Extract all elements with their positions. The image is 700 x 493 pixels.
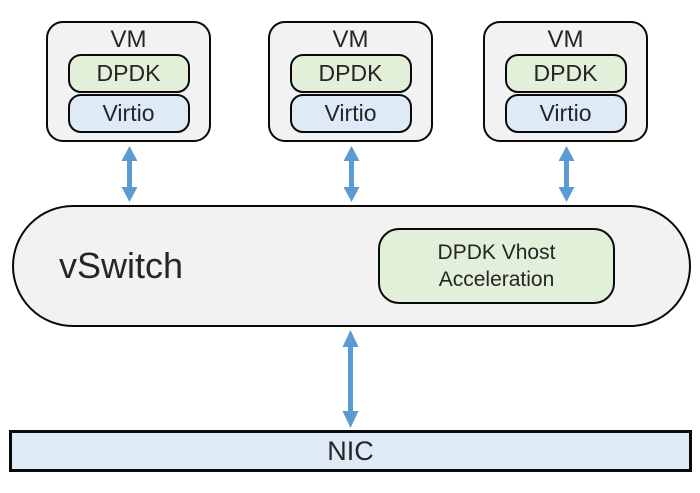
nic-box: NIC (9, 430, 692, 472)
dpdk-vhost-acceleration-label: DPDK Vhost Acceleration (437, 241, 556, 291)
virtio-box: Virtio (289, 94, 412, 133)
virtio-box: Virtio (504, 94, 627, 133)
vm-label: VM (110, 26, 147, 53)
dpdk-box: DPDK (67, 54, 190, 93)
dpdk-box: DPDK (504, 54, 627, 93)
vm-box-2: VM DPDK Virtio (268, 21, 433, 142)
vm-label: VM (547, 26, 584, 53)
vm2-vswitch-arrow-icon (343, 146, 360, 202)
dpdk-vhost-acceleration-box: DPDK Vhost Acceleration (378, 228, 615, 304)
vm-box-1: VM DPDK Virtio (46, 21, 211, 142)
vm1-vswitch-arrow-icon (121, 146, 138, 202)
vswitch-label: vSwitch (59, 245, 184, 286)
vm-box-3: VM DPDK Virtio (483, 21, 648, 142)
dpdk-box: DPDK (289, 54, 412, 93)
vswitch-nic-arrow-icon (342, 330, 359, 428)
nic-label: NIC (327, 435, 374, 466)
vm-label: VM (332, 26, 369, 53)
vm3-vswitch-arrow-icon (558, 146, 575, 202)
virtio-box: Virtio (67, 94, 190, 133)
